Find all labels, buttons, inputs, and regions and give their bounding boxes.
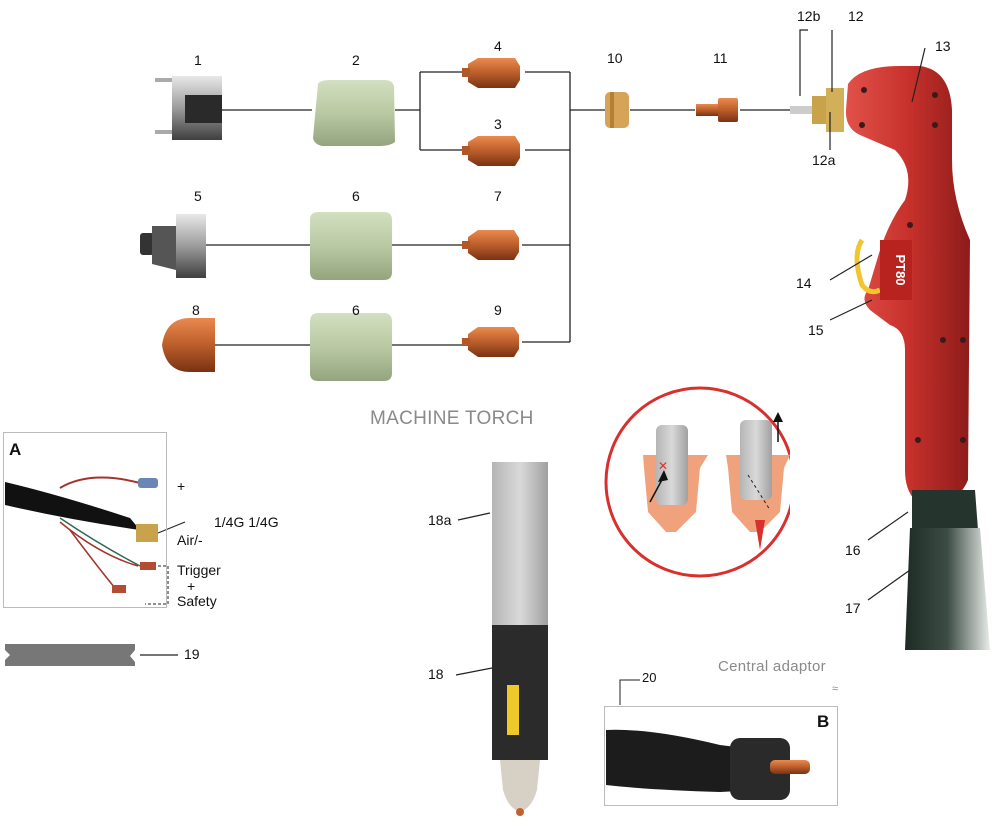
part-1-shield-cap [155,76,222,140]
connector-lines [206,71,790,346]
label-10: 10 [607,50,623,66]
part-4-tip [462,58,520,88]
box-a-label: A [9,440,22,459]
cable-diagram-a [5,476,186,605]
label-11: 11 [713,50,728,66]
part-2-ceramic-cup [313,80,395,146]
part-13-hand-torch: PT80 [845,66,970,500]
label-6b: 6 [352,302,360,318]
air-label: Air/- [177,532,203,548]
box-b-label: B [817,712,830,731]
plus-label-2: + [187,578,196,594]
label-13: 13 [935,38,951,54]
part-6-ceramic-cup-a [310,212,392,280]
part-11-electrode [696,98,738,122]
svg-text:✕: ✕ [658,459,668,473]
part-18-machine-torch [492,462,548,816]
label-1: 1 [194,52,202,68]
label-20: 20 [642,670,657,685]
trigger-14 [854,238,882,295]
detail-box-a [3,432,167,608]
label-12b: 12b [797,8,821,24]
label-12: 12 [848,8,864,24]
central-adaptor-mark: ≈ [832,683,839,695]
machine-torch-title: MACHINE TORCH [370,408,534,429]
part-20-central-adaptor [606,679,810,800]
label-5: 5 [194,188,202,204]
part-17-cable-hose [905,528,990,650]
trigger-label: Trigger [177,562,221,578]
label-19: 19 [184,646,200,662]
label-15: 15 [808,322,824,338]
part-7-tip [462,230,519,260]
label-17: 17 [845,600,861,616]
gas-fitting-label: 1/4G 1/4G [214,514,279,530]
handle-label [880,240,912,300]
label-12a: 12a [812,152,836,168]
label-6a: 6 [352,188,360,204]
label-18a: 18a [428,512,452,528]
label-8: 8 [192,302,200,318]
safety-label: Safety [177,593,217,609]
label-7: 7 [494,188,502,204]
central-adaptor-title: Central adaptor [718,658,826,675]
part-3-tip [462,136,520,166]
label-9: 9 [494,302,502,318]
part-8-copper-shield [162,318,215,372]
part-19-spanner [5,644,178,666]
label-16: 16 [845,542,861,558]
part-5-machine-cap [140,214,206,278]
label-3: 3 [494,116,502,132]
label-14: 14 [796,275,812,291]
cable-plus-label: + [177,478,186,494]
electrode-detail-circle: ✕ [604,386,820,578]
label-4: 4 [494,38,502,54]
label-18: 18 [428,666,444,682]
screw-dots [859,87,966,443]
part-12-torch-head [790,88,844,132]
part-6-ceramic-cup-b [310,313,392,381]
detail-box-b [604,706,838,806]
part-9-tip [462,327,519,357]
handle-text: PT80 [893,254,908,285]
leader-lines [455,29,926,676]
part-10-swirl-ring [605,92,629,128]
label-2: 2 [352,52,360,68]
part-16-handle-cover [912,490,978,530]
